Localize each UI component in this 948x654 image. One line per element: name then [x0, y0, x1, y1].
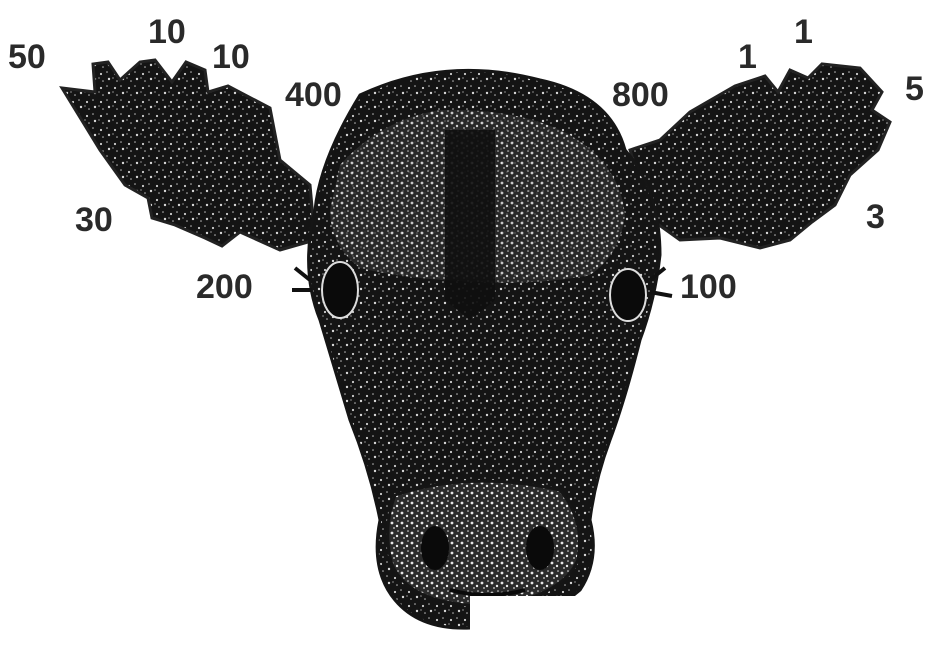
scan-artifact	[470, 596, 580, 649]
right-nostril	[526, 526, 554, 570]
label-right-ear-1b: 1	[794, 15, 813, 49]
forehead-blaze	[445, 130, 495, 320]
label-left-ear-30: 30	[75, 203, 113, 237]
label-left-ear-50: 50	[8, 40, 46, 74]
label-right-ear-5: 5	[905, 72, 924, 106]
right-ear	[630, 64, 890, 248]
label-left-ear-400: 400	[285, 78, 342, 112]
label-left-eye-200: 200	[196, 270, 253, 304]
right-eye	[610, 269, 646, 321]
label-right-ear-800: 800	[612, 78, 669, 112]
label-left-ear-10b: 10	[212, 40, 250, 74]
label-right-ear-1a: 1	[738, 40, 757, 74]
left-eye	[322, 262, 358, 318]
left-nostril	[421, 526, 449, 570]
label-right-eye-100: 100	[680, 270, 737, 304]
label-right-ear-3: 3	[866, 200, 885, 234]
label-left-ear-10a: 10	[148, 15, 186, 49]
